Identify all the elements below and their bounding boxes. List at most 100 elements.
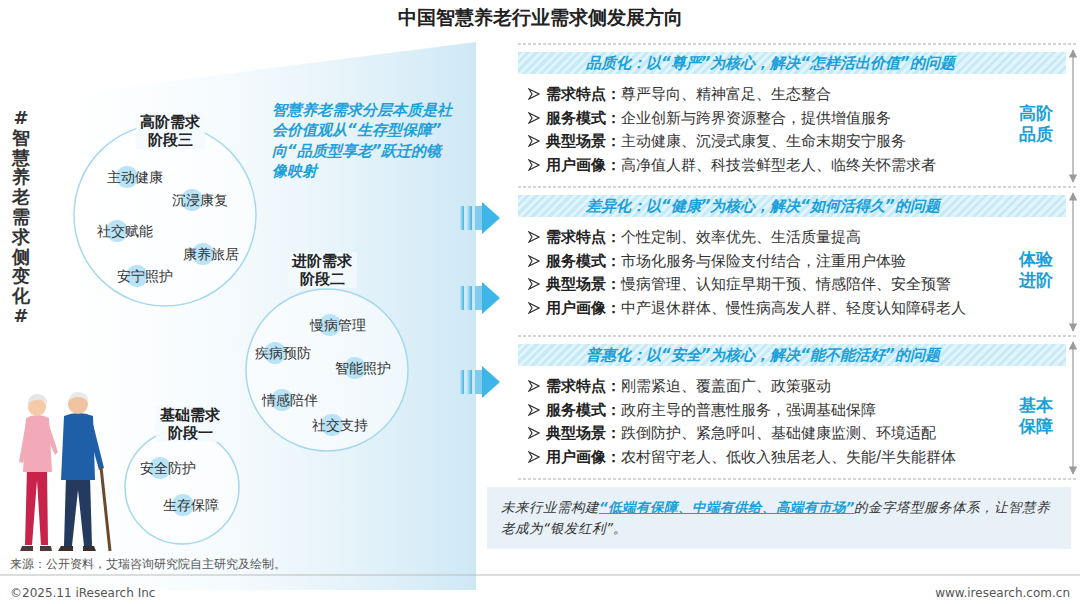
chevron-bar xyxy=(460,370,464,394)
item-node: 主动健康 xyxy=(107,165,167,189)
row-value: 刚需紧迫、覆盖面广、政策驱动 xyxy=(621,377,831,395)
chevron-head xyxy=(482,366,500,398)
chevron-bar xyxy=(460,286,464,310)
bullet-symbol xyxy=(528,231,540,243)
stage-heading: 高阶需求 阶段三 xyxy=(140,113,200,149)
man-trousers xyxy=(64,476,92,546)
woman-arm xyxy=(45,422,58,455)
bullet-row: 典型场景：跌倒防护、紧急呼叫、基础健康监测、环境适配 xyxy=(528,422,936,444)
row-value: 尊严导向、精神富足、生态整合 xyxy=(621,85,831,103)
bullet-arrow xyxy=(529,160,539,170)
dashed-divider xyxy=(518,336,1076,337)
need-item: 康养旅居 xyxy=(183,246,239,262)
bullet-row: 需求特点：尊严导向、精神富足、生态整合 xyxy=(528,83,831,105)
need-item: 慢病管理 xyxy=(310,317,366,333)
bullet-symbol xyxy=(528,380,540,392)
note-node: 未来行业需构建“低端有保障、中端有供给、高端有市场”的金字塔型服务体系，让智慧养… xyxy=(487,487,1071,549)
bullet-symbol xyxy=(528,404,540,416)
bullet-symbol xyxy=(528,135,540,147)
stage-circle xyxy=(125,430,239,544)
chart-title: 中国智慧养老行业需求侧发展方向 xyxy=(398,6,683,28)
insight-note: 智慧养老需求分层本质是社会价值观从“生存型保障”向“品质型享老”跃迁的镜像映射 xyxy=(272,100,454,181)
range-arrow xyxy=(1072,193,1073,331)
range-brackets xyxy=(1072,50,1073,474)
item-node: 情感陪伴 xyxy=(262,388,322,412)
panel-dividers xyxy=(518,44,1076,479)
range-arrow xyxy=(1072,342,1073,474)
row-value: 跌倒防护、紧急呼叫、基础健康监测、环境适配 xyxy=(621,424,936,442)
vertical-heading: #智慧养老需求侧变化# xyxy=(12,108,30,326)
row-value: 慢病管理、认知症早期干预、情感陪伴、安全预警 xyxy=(621,275,951,293)
source-note: 来源：公开资料，艾瑞咨询研究院自主研究及绘制。 xyxy=(10,557,286,571)
label-wrap: #智慧养老需求侧变化# xyxy=(12,108,30,326)
dashed-divider xyxy=(518,187,1076,188)
woman-hair xyxy=(27,394,47,405)
chevron-head xyxy=(482,202,500,234)
dashed-divider xyxy=(518,479,1076,480)
need-item: 生存保障 xyxy=(163,497,219,513)
chevron-bar xyxy=(460,206,464,230)
tier-label-wrap: 基本保障 xyxy=(1018,395,1055,438)
row-value: 主动健康、沉浸式康复、生命末期安宁服务 xyxy=(621,132,906,150)
bullet-arrow xyxy=(529,136,539,146)
item-node: 智能照护 xyxy=(335,356,395,380)
chevron-bar xyxy=(475,206,482,230)
row-key: 典型场景： xyxy=(546,132,621,150)
bullet-arrow xyxy=(529,232,539,242)
bullet-row: 服务模式：企业创新与跨界资源整合，提供增值服务 xyxy=(528,107,891,129)
stage-heading: 基础需求 阶段一 xyxy=(160,406,220,442)
copyright: ©2025.11 iResearch Inc xyxy=(10,586,155,600)
bullet-arrow xyxy=(529,256,539,266)
circle-node: 进阶需求 阶段二慢病管理疾病预防智能照护情感陪伴社交支持 xyxy=(245,288,409,452)
item-node: 生存保障 xyxy=(163,493,223,517)
label-wrap: ©2025.11 iResearch Inc xyxy=(10,582,155,601)
panel-heading: 差异化：以“健康”为核心，解决“如何活得久”的问题 xyxy=(518,195,1066,217)
woman-shoes xyxy=(20,546,52,551)
chevron-bar xyxy=(467,286,472,310)
circle-node: 基础需求 阶段一安全防护生存保障 xyxy=(124,429,240,545)
need-item: 社交赋能 xyxy=(97,223,153,239)
chevron-bar xyxy=(475,286,482,310)
row-key: 服务模式： xyxy=(546,401,621,419)
tier-label-wrap: 高阶品质 xyxy=(1018,103,1055,146)
item-node: 安全防护 xyxy=(140,456,200,480)
stage-heading-wrap: 基础需求 阶段一 xyxy=(156,406,225,442)
bullet-arrow xyxy=(529,452,539,462)
man-hair xyxy=(68,392,88,402)
bullet-row: 需求特点：刚需紧迫、覆盖面广、政策驱动 xyxy=(528,375,831,397)
stage-circle xyxy=(74,124,256,306)
bullet-row: 典型场景：慢病管理、认知症早期干预、情感陪伴、安全预警 xyxy=(528,273,951,295)
row-value: 市场化服务与保险支付结合，注重用户体验 xyxy=(621,252,906,270)
need-item: 智能照护 xyxy=(335,360,391,376)
row-key: 服务模式： xyxy=(546,109,621,127)
walking-cane xyxy=(101,467,110,551)
panel-heading: 品质化：以“尊严”为核心，解决“怎样活出价值”的问题 xyxy=(518,52,1066,74)
bullet-symbol xyxy=(528,112,540,124)
man-jacket xyxy=(61,413,95,480)
chevron-bar xyxy=(467,370,472,394)
item-node: 疾病预防 xyxy=(255,341,315,365)
man-shoes xyxy=(58,546,96,551)
panel-heading-band: 品质化：以“尊严”为核心，解决“怎样活出价值”的问题 xyxy=(518,52,1066,74)
bullet-row: 需求特点：个性定制、效率优先、生活质量提高 xyxy=(528,226,861,248)
bullet-symbol xyxy=(528,451,540,463)
need-item: 主动健康 xyxy=(107,169,163,185)
stage-circle xyxy=(246,289,408,451)
bullet-symbol xyxy=(528,159,540,171)
pyramid-wedge xyxy=(20,42,476,590)
website: www.iresearch.com.cn xyxy=(935,586,1070,600)
tier-label: 基本保障 xyxy=(1018,395,1055,438)
bullet-row: 用户画像：农村留守老人、低收入独居老人、失能/半失能群体 xyxy=(528,446,956,468)
woman-trousers xyxy=(25,468,48,545)
tier-label: 体验进阶 xyxy=(1018,249,1055,292)
panel-node: 差异化：以“健康”为核心，解决“如何活得久”的问题需求特点：个性定制、效率优先、… xyxy=(518,188,1066,334)
bullet-symbol xyxy=(528,255,540,267)
stage-heading-wrap: 进阶需求 阶段二 xyxy=(288,252,357,288)
need-item: 社交支持 xyxy=(312,417,368,433)
row-value: 高净值人群、科技尝鲜型老人、临终关怀需求者 xyxy=(621,156,936,174)
item-node: 沉浸康复 xyxy=(172,188,232,212)
bullet-arrow xyxy=(529,428,539,438)
tier-label: 高阶品质 xyxy=(1018,103,1055,146)
row-key: 用户画像： xyxy=(546,448,621,466)
